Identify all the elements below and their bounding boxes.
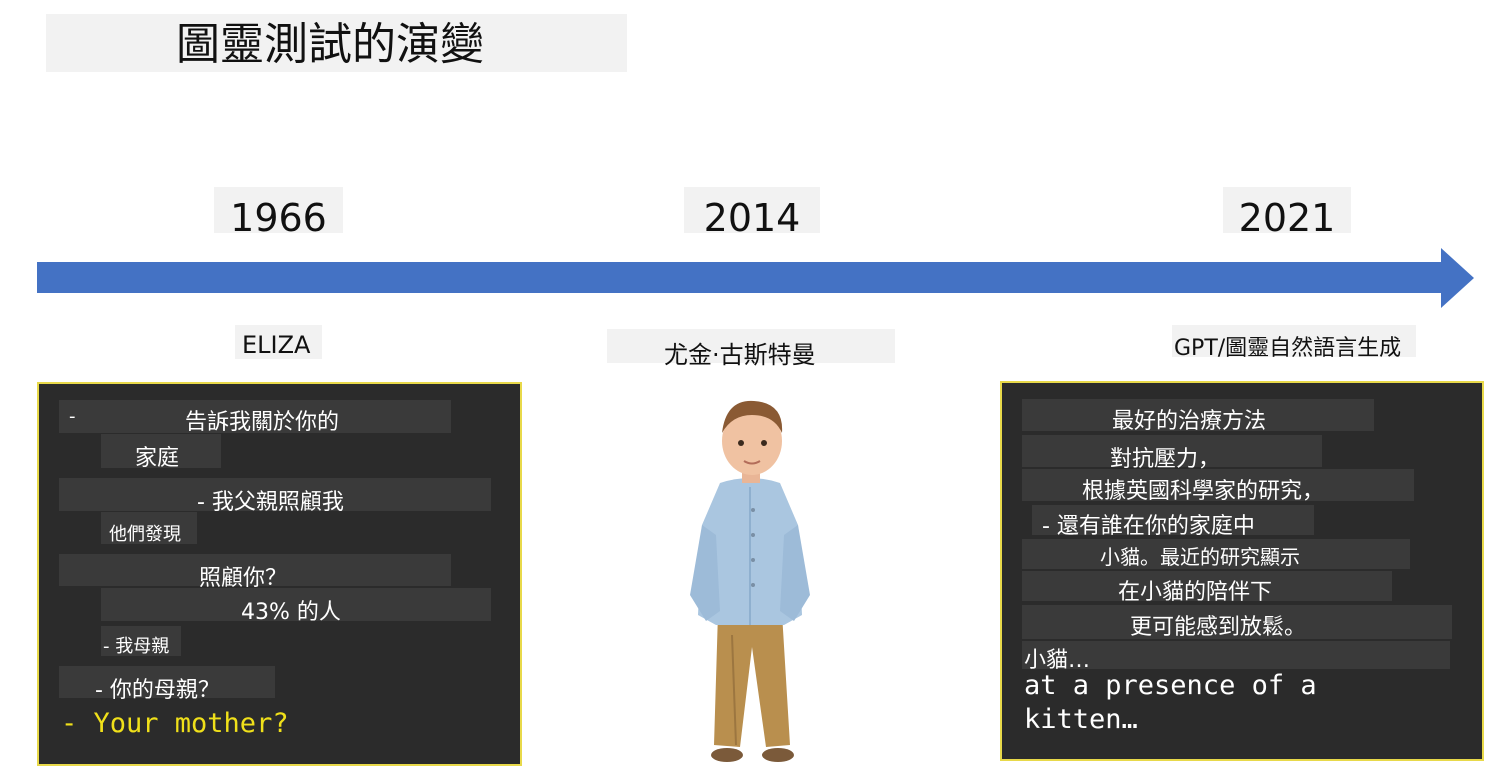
line-bg xyxy=(59,554,451,586)
gpt-line-10: kitten… xyxy=(1024,704,1138,735)
line-bg xyxy=(1022,435,1322,467)
eliza-dash: - xyxy=(69,406,76,427)
line-bg xyxy=(1022,399,1374,431)
label-eugene: 尤金·古斯特曼 xyxy=(664,341,816,369)
line-bg xyxy=(59,400,451,433)
eliza-line-3: - 我父親照顧我 xyxy=(197,490,344,515)
line-bg xyxy=(1022,605,1452,639)
eliza-line-6: 43% 的人 xyxy=(241,600,341,625)
label-bg-eliza xyxy=(235,325,322,359)
line-bg xyxy=(59,478,491,511)
line-bg xyxy=(101,434,221,468)
year-2021: 2021 xyxy=(1223,187,1351,233)
timeline-arrow-shaft xyxy=(37,262,1447,293)
eliza-dialogue-panel: - 告訴我關於你的 家庭 - 我父親照顧我 他們發現 照顧你？ 43% 的人 -… xyxy=(37,382,522,766)
label-bg-eugene xyxy=(607,329,895,363)
gpt-line-7: 更可能感到放鬆。 xyxy=(1130,615,1307,640)
eliza-line-7: - 我母親 xyxy=(103,636,170,657)
gpt-line-4: - 還有誰在你的家庭中 xyxy=(1042,514,1255,539)
line-bg xyxy=(101,512,197,544)
eliza-line-2: 家庭 xyxy=(135,446,180,471)
gpt-dialogue-panel: 最好的治療方法 對抗壓力， 根據英國科學家的研究， - 還有誰在你的家庭中 小貓… xyxy=(1000,381,1484,761)
line-bg xyxy=(1022,641,1450,669)
year-1966: 1966 xyxy=(214,187,343,233)
line-bg xyxy=(101,626,181,656)
gpt-line-2: 對抗壓力， xyxy=(1110,447,1221,472)
line-bg xyxy=(1032,505,1314,535)
line-bg xyxy=(1022,571,1392,601)
title-banner: 圖靈測試的演變 xyxy=(46,14,627,72)
child-photo xyxy=(690,400,810,762)
line-bg xyxy=(59,666,275,698)
page-title: 圖靈測試的演變 xyxy=(176,19,484,70)
eliza-line-9: - Your mother? xyxy=(61,708,289,739)
line-bg xyxy=(1022,539,1410,569)
eliza-line-5: 照顧你？ xyxy=(199,566,288,591)
label-bg-gpt xyxy=(1172,325,1416,357)
gpt-line-9: at a presence of a xyxy=(1024,670,1317,701)
eliza-line-8: - 你的母親？ xyxy=(95,678,220,703)
gpt-line-1: 最好的治療方法 xyxy=(1112,409,1267,434)
label-eliza: ELIZA xyxy=(242,331,311,359)
label-gpt: GPT/圖靈自然語言生成 xyxy=(1174,336,1402,361)
gpt-line-8: 小貓… xyxy=(1024,648,1091,673)
eliza-line-4: 他們發現 xyxy=(109,524,181,545)
eliza-line-1: 告訴我關於你的 xyxy=(185,410,340,435)
gpt-line-6: 在小貓的陪伴下 xyxy=(1118,580,1273,605)
gpt-line-5: 小貓。最近的研究顯示 xyxy=(1100,545,1300,569)
line-bg xyxy=(101,588,491,621)
timeline-arrow-head xyxy=(1441,248,1474,308)
year-2014: 2014 xyxy=(684,187,820,233)
line-bg xyxy=(1022,469,1414,501)
gpt-line-3: 根據英國科學家的研究， xyxy=(1082,479,1325,504)
